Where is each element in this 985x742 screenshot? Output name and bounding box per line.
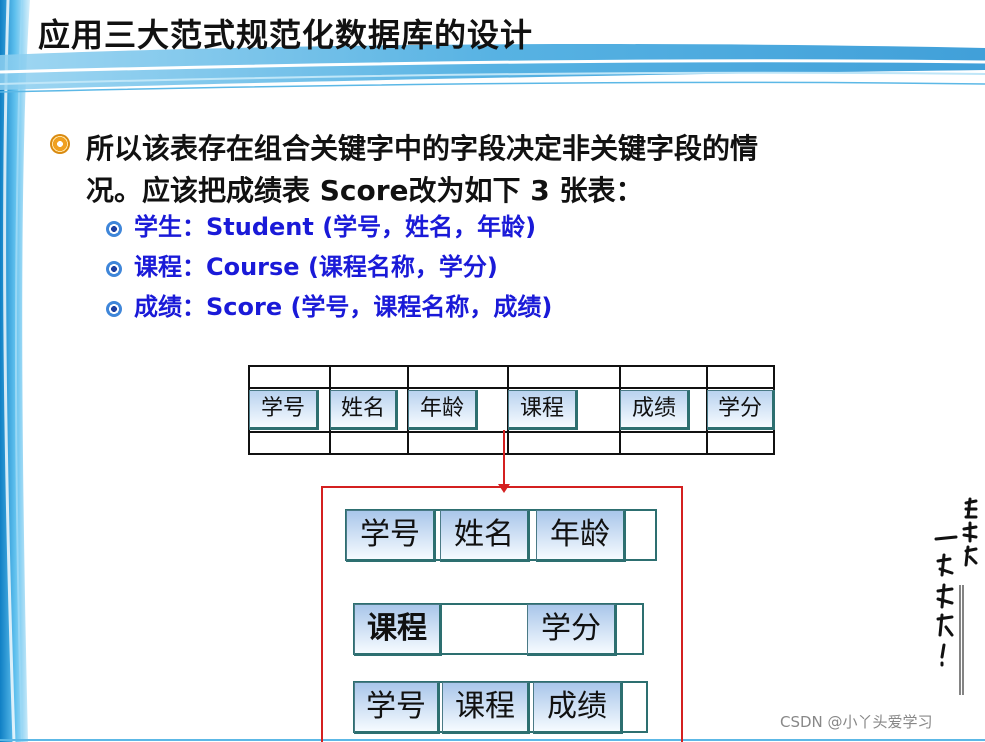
blue-target-bullet-icon bbox=[106, 261, 122, 277]
table-rule bbox=[250, 387, 773, 389]
table-rule bbox=[250, 431, 773, 433]
original-cell-student-id: 学号 bbox=[249, 390, 319, 430]
original-cell-credit: 学分 bbox=[707, 390, 775, 430]
score-cell-id: 学号 bbox=[354, 682, 440, 734]
blue-target-bullet-icon bbox=[106, 301, 122, 317]
original-cell-name: 姓名 bbox=[330, 390, 398, 430]
student-cell-id: 学号 bbox=[346, 510, 436, 562]
score-cell-score: 成绩 bbox=[533, 682, 623, 734]
student-cell-name: 姓名 bbox=[440, 510, 530, 562]
blue-target-bullet-icon bbox=[106, 221, 122, 237]
split-arrow-head-icon bbox=[498, 484, 510, 493]
calligraphy-slogan-image bbox=[934, 497, 978, 695]
course-cell-credit: 学分 bbox=[527, 604, 617, 656]
sub-bullet-score: 成绩：Score (学号，课程名称，成绩) bbox=[106, 291, 552, 323]
original-cell-score: 成绩 bbox=[620, 390, 690, 430]
course-cell-course: 课程 bbox=[354, 604, 442, 656]
sub-bullet-text: 课程：Course (课程名称，学分) bbox=[134, 253, 498, 281]
sub-bullet-course: 课程：Course (课程名称，学分) bbox=[106, 251, 498, 283]
student-cell-age: 年龄 bbox=[536, 510, 626, 562]
split-tables-box bbox=[321, 486, 683, 742]
main-bullet-text: 所以该表存在组合关键字中的字段决定非关键字段的情 况。应该把成绩表 Score改… bbox=[86, 128, 906, 212]
sub-bullet-text: 成绩：Score (学号，课程名称，成绩) bbox=[134, 293, 553, 321]
score-cell-course: 课程 bbox=[442, 682, 530, 734]
sub-bullet-text: 学生：Student (学号，姓名，年龄) bbox=[134, 213, 537, 241]
original-cell-course: 课程 bbox=[508, 390, 578, 430]
orange-target-bullet-icon bbox=[50, 134, 70, 154]
slide-title: 应用三大范式规范化数据库的设计 bbox=[38, 16, 534, 54]
sub-bullet-student: 学生：Student (学号，姓名，年龄) bbox=[106, 211, 536, 243]
csdn-watermark: CSDN @小丫头爱学习 bbox=[780, 713, 933, 731]
main-bullet-line-2: 况。应该把成绩表 Score改为如下 3 张表： bbox=[86, 174, 644, 207]
original-cell-age: 年龄 bbox=[408, 390, 478, 430]
split-arrow-line bbox=[503, 430, 505, 486]
main-bullet-line-1: 所以该表存在组合关键字中的字段决定非关键字段的情 bbox=[86, 132, 759, 165]
